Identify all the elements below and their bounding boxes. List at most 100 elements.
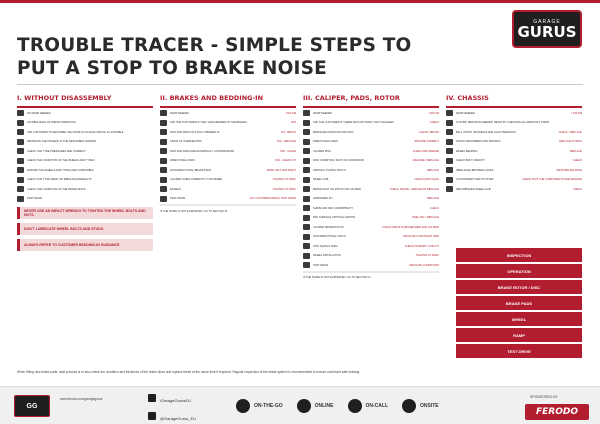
top-accent-bar [0,0,600,3]
operation-icon [17,129,24,136]
twitter-icon[interactable] [148,412,156,420]
garage-gurus-logo: GARAGE GURUS [512,10,582,54]
list-item: ASK THE CUSTOMER IF THEY HAVE BEDDED-IN … [160,119,296,128]
heading-underline [160,106,296,108]
operation-icon [303,167,310,174]
test-drive-icon [17,195,24,202]
heading-underline [303,106,439,108]
operation-icon [160,176,167,183]
test-drive-icon [160,195,167,202]
warning-note: DON'T LUBRICATE WHEEL BOLTS AND STUDS. [17,223,153,235]
list-item: TEST DRIVE [17,195,153,204]
wheel-icon [17,148,24,155]
wheel-icon [17,176,24,183]
on-call-icon [347,399,362,413]
brake-pads-icon [303,205,310,212]
operation-icon [303,186,310,193]
brake-disc-icon [303,233,310,240]
legend-operation: OPERATION [456,264,582,278]
footer-website[interactable]: www.ferodo.com/garagegurus [60,397,103,401]
onsite-icon [402,399,416,413]
ramp-icon [160,110,167,117]
column-heading: III. CALIPER, PADS, ROTOR [303,94,400,102]
list-item: NO RAMP NEEDED [17,109,153,118]
brake-disc-icon [17,186,24,193]
legend-inspection: INSPECTION [456,248,582,262]
list-item: DISC AND PADS ARE EXTERNALLY CONTAMINATE… [160,147,296,156]
social-link[interactable]: @GarageGurus_EU [160,416,197,421]
legend-wheel: WHEEL [456,312,582,326]
wheel-icon [17,167,24,174]
youtube-icon[interactable] [148,394,156,402]
ramp-icon [446,110,453,117]
list-item: IF WORK PERIOD EXCEEDED, BEGIN BY CHECKI… [446,119,582,128]
brake-pads-icon [303,138,310,145]
wheel-icon [160,186,167,193]
icon-legend: INSPECTION OPERATION BRAKE ROTOR / DISC … [456,248,582,360]
header-divider [17,84,583,85]
column-heading: I. WITHOUT DISASSEMBLY [17,94,112,102]
inspection-icon [446,119,453,126]
social-links: /GarageGurusEU @GarageGurus_EU [148,394,196,424]
logo-main-text: GURUS [517,22,577,41]
column-heading: IV. CHASSIS [446,94,489,102]
wheel-icon [303,176,310,183]
brake-disc-icon [303,129,310,136]
inspection-icon [446,176,453,183]
page-title: TROUBLE TRACER - SIMPLE STEPS TO PUT A S… [17,34,411,80]
brake-pads-icon [303,243,310,250]
list-item: CHECK THE TYRE PRESSURES ARE CORRECT [17,147,153,156]
online-icon [296,399,311,413]
social-link[interactable]: /GarageGurusEU [160,398,191,403]
footer-logo: GG [14,395,50,417]
row-list: RAMP NEEDED< 600 KM ASK THE CUSTOMER IF … [160,109,296,203]
operation-icon [446,129,453,136]
legend-test-drive: TEST DRIVE [456,344,582,358]
footer: GG www.ferodo.com/garagegurus /GarageGur… [0,386,600,424]
list-item: CHECK THE CONDITION OF THE WHEELS AND TY… [17,157,153,166]
warning-note: NEVER USE AN IMPACT WRENCH TO TIGHTEN TH… [17,207,153,219]
heading-underline [17,106,153,108]
wheel-icon [17,157,24,164]
operation-icon [303,224,310,231]
warning-note: ALWAYS REFER TO CUSTOMER BEDDING-IN GUID… [17,239,153,251]
list-item: RAMP NEEDED< 600 KM [303,109,439,118]
wheel-icon [446,186,453,193]
title-line-2: PUT A STOP TO BRAKE NOISE [17,58,327,79]
brake-pads-icon [160,157,167,164]
ferodo-logo: FERODO [525,404,589,420]
title-line-1: TROUBLE TRACER - SIMPLE STEPS TO [17,35,412,56]
list-item: RECREATE THE NOISE(S) IN THE DESCRIBED T… [17,138,153,147]
operation-icon [303,195,310,202]
on-the-go-icon [236,399,250,413]
list-item: AN INBALANCE OF FRESH OPERATION [17,119,153,128]
inspection-icon [17,110,24,117]
list-item: ENSURE THE WHEELS AND TYRES ARE COMPATIB… [17,166,153,175]
brake-pads-icon [160,129,167,136]
legend-brake-pads: BRAKE PADS [456,296,582,310]
list-item: ASK CUSTOMER TO DESCRIBE THE NOISE IN AS… [17,128,153,137]
legend-brake-rotor: BRAKE ROTOR / DISC [456,280,582,294]
brake-disc-icon [160,138,167,145]
